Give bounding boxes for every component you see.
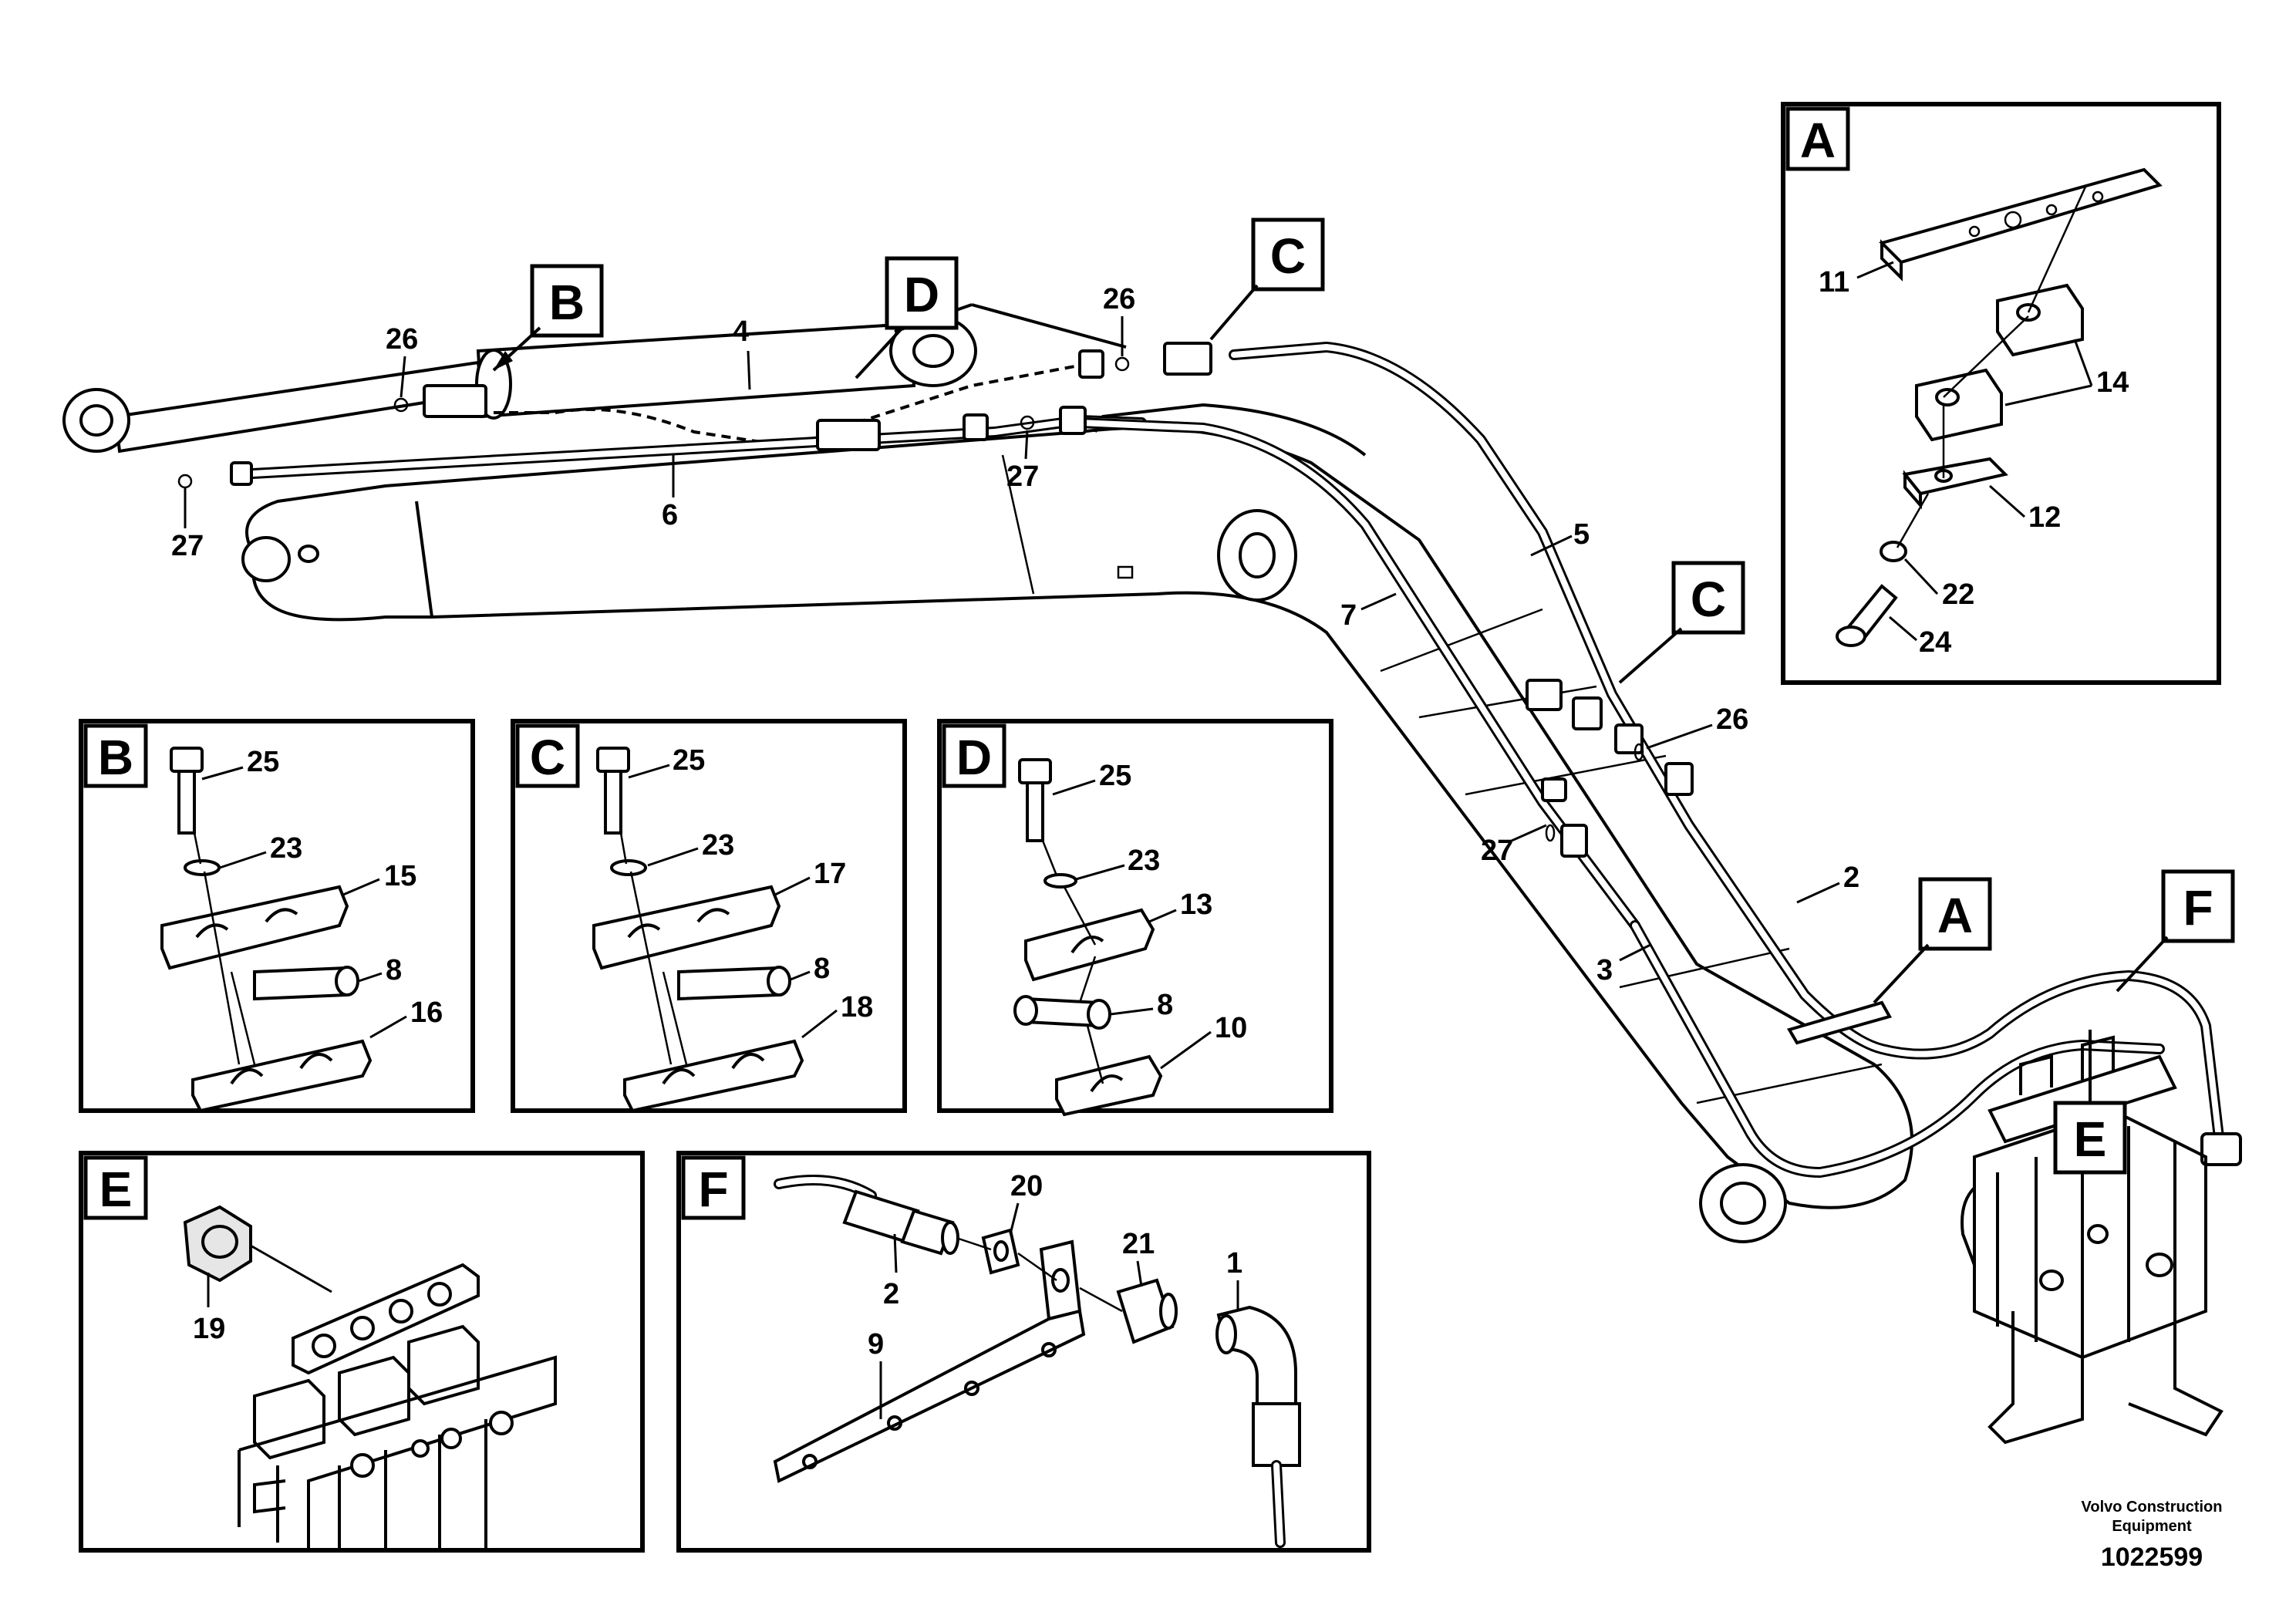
detail-box-b: B 25 23 15 8 16 <box>79 719 475 1113</box>
boom-assembly <box>62 303 2242 1243</box>
box-c-label: C <box>530 730 565 785</box>
box-a-callout-14: 14 <box>2096 366 2129 399</box>
box-a-callout-11: 11 <box>1819 266 1849 298</box>
tag-c-main-upper-label: C <box>1270 228 1306 284</box>
detail-tags-main: B D C C A F E <box>492 218 2235 1175</box>
box-d-label: D <box>956 730 992 785</box>
box-e-callout-19: 19 <box>193 1313 225 1345</box>
tag-b-main-label: B <box>549 275 585 330</box>
box-c-callout-25: 25 <box>673 744 705 777</box>
callout-7: 7 <box>1340 599 1357 632</box>
tag-f-main-label: F <box>2183 880 2213 936</box>
callout-3: 3 <box>1596 954 1613 986</box>
box-d-callout-10: 10 <box>1215 1012 1247 1044</box>
callout-5: 5 <box>1573 518 1590 551</box>
detail-box-a: A 11 14 12 22 24 <box>1781 102 2221 685</box>
box-f-callout-9: 9 <box>868 1328 884 1361</box>
part-numbers-main: 26 4 26 27 6 27 5 7 26 27 2 3 <box>171 283 1859 986</box>
tag-c-main-lower <box>1671 561 1745 635</box>
tag-c-main-upper <box>1251 218 1325 292</box>
tag-d-main <box>885 256 959 330</box>
tag-f-main <box>2161 869 2235 943</box>
detail-box-e: E 19 <box>79 1151 645 1553</box>
callout-26-left: 26 <box>386 323 418 356</box>
detail-box-c: C 25 23 17 8 18 <box>511 719 907 1113</box>
box-f-label: F <box>698 1162 728 1217</box>
footer-company-line2: Equipment <box>2112 1518 2192 1535</box>
box-d-callout-25: 25 <box>1099 760 1131 792</box>
detail-box-f: F 20 21 1 2 9 <box>676 1151 1371 1553</box>
tag-b-main <box>530 264 604 338</box>
footer-company-line1: Volvo Construction <box>2082 1499 2223 1516</box>
box-f-callout-1: 1 <box>1226 1247 1242 1280</box>
callout-27-right: 27 <box>1481 835 1513 867</box>
box-f-callout-2: 2 <box>883 1278 899 1310</box>
footer-part-number: 1022599 <box>2101 1543 2203 1572</box>
box-a-label: A <box>1800 113 1836 168</box>
box-f-callout-21: 21 <box>1122 1228 1155 1260</box>
callout-2-main: 2 <box>1843 862 1859 894</box>
callout-26-right: 26 <box>1716 703 1748 736</box>
tag-a-main-label: A <box>1937 888 1973 943</box>
box-e-label: E <box>99 1162 133 1217</box>
box-c-callout-17: 17 <box>814 858 846 890</box>
box-b-callout-25: 25 <box>247 746 279 778</box>
box-a-callout-12: 12 <box>2028 501 2061 534</box>
box-f-callout-20: 20 <box>1010 1170 1043 1202</box>
box-a-callout-22: 22 <box>1942 578 1974 611</box>
tag-c-main-lower-label: C <box>1691 572 1726 627</box>
callout-4: 4 <box>733 315 749 348</box>
box-a-callout-24: 24 <box>1919 626 1951 659</box>
tag-d-main-label: D <box>904 267 939 322</box>
box-c-callout-23: 23 <box>702 829 734 862</box>
detail-box-d: D 25 23 13 8 10 <box>937 719 1333 1117</box>
box-b-callout-16: 16 <box>410 996 443 1029</box>
callout-26-top: 26 <box>1103 283 1135 315</box>
box-c-callout-18: 18 <box>841 991 873 1023</box>
tag-e-main-label: E <box>2074 1111 2107 1167</box>
tag-a-main <box>1918 877 1992 951</box>
footer: Volvo Construction Equipment 1022599 <box>2082 1499 2223 1572</box>
box-d-callout-23: 23 <box>1128 845 1160 877</box>
box-b-callout-8: 8 <box>386 954 402 986</box>
box-d-callout-13: 13 <box>1180 889 1212 921</box>
box-d-callout-8: 8 <box>1157 989 1173 1021</box>
callout-27-mid: 27 <box>1006 460 1039 493</box>
callout-6: 6 <box>662 499 678 531</box>
box-c-callout-8: 8 <box>814 953 830 985</box>
tag-e-main <box>2053 1101 2127 1175</box>
box-b-callout-23: 23 <box>270 832 302 865</box>
box-b-label: B <box>98 730 133 785</box>
callout-27-left: 27 <box>171 530 204 562</box>
box-b-callout-15: 15 <box>384 860 416 892</box>
